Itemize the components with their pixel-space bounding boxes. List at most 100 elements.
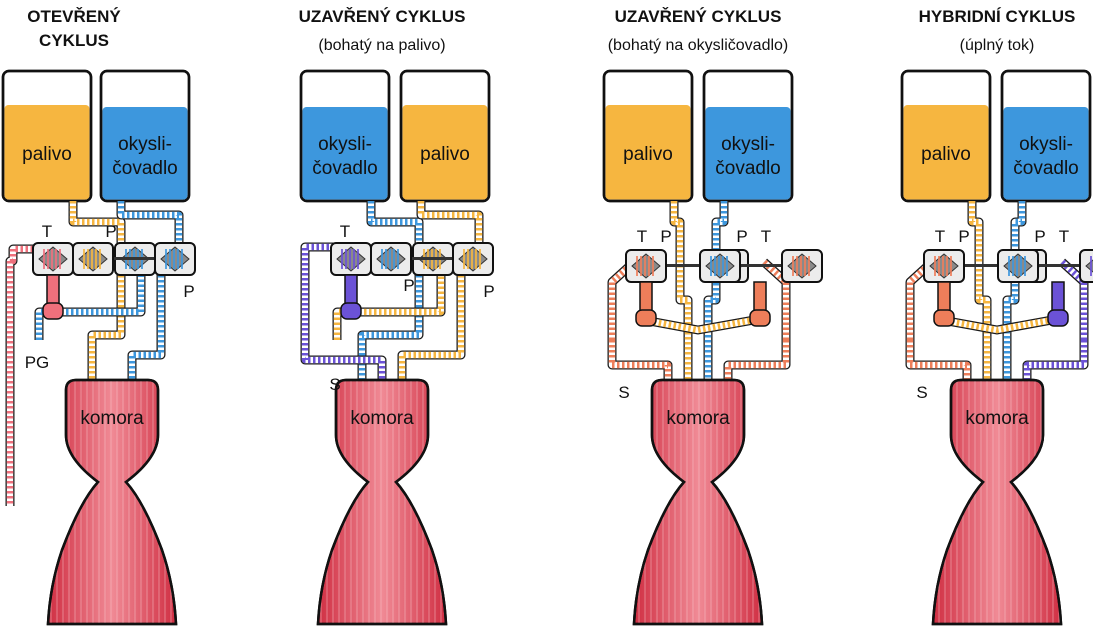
gas-generator (42, 274, 64, 320)
pipe-outline (127, 275, 166, 380)
combustion-chamber: komora (46, 378, 178, 626)
tank-left: palivo (602, 69, 694, 203)
rotor-blade (345, 249, 347, 269)
preburner-right (749, 281, 771, 327)
turbine (32, 242, 74, 276)
rotor-blade (710, 256, 712, 276)
pipe-outline (607, 340, 673, 380)
rotor-blade (808, 256, 810, 276)
generator-neck (344, 274, 358, 306)
tank-outline (602, 69, 694, 203)
shaft (924, 264, 1046, 267)
pipe-inner (417, 201, 483, 247)
chamber-label: komora (80, 408, 144, 429)
tank-liquid (705, 107, 791, 200)
pump-label: P (403, 276, 414, 295)
rotor-blade (51, 249, 53, 269)
turbine-label: T (340, 222, 350, 241)
tank-label: okysli- (1019, 134, 1073, 155)
pump-label: P (1034, 227, 1045, 246)
tank-liquid (1003, 107, 1089, 200)
gas-generator-label: PG (25, 353, 50, 372)
rotor-blade (467, 249, 469, 269)
panel-title: OTEVŘENÝ (27, 7, 121, 26)
generator-chamber (933, 309, 955, 327)
pipe-flow (69, 201, 125, 243)
turbine-left (625, 249, 667, 283)
turbine-right (1079, 249, 1093, 283)
rotor-blade (87, 249, 89, 269)
pipe-inner (906, 340, 971, 380)
generator-chamber (635, 309, 657, 327)
pipe-inner (1023, 340, 1088, 380)
pump-label: P (183, 282, 194, 301)
tank-outline (399, 69, 491, 203)
pump-label: P (736, 227, 747, 246)
pump-label: P (958, 227, 969, 246)
pipe-outline (905, 340, 972, 380)
tank-liquid (302, 107, 388, 200)
pipe-flow (941, 316, 1053, 334)
rotor-blade (718, 256, 720, 276)
rotor-blade (389, 249, 391, 269)
panel-title: UZAVŘENÝ CYKLUS (615, 7, 782, 26)
pipe-outline (416, 201, 484, 247)
preburner (340, 274, 362, 320)
pipe-flow (398, 275, 465, 380)
tank-right: palivo (399, 69, 491, 203)
pipe-flow (6, 245, 53, 506)
rotor-blade (792, 256, 794, 276)
rotor-blade (55, 249, 57, 269)
tank-label: okysli- (318, 134, 372, 155)
turbine-right (781, 249, 823, 283)
rotor-blade (349, 249, 351, 269)
turbopump-assembly (370, 242, 494, 276)
tank-label: okysli- (721, 134, 775, 155)
rotor-blade (950, 256, 952, 276)
chamber-outline (632, 378, 764, 626)
pipe-flow (301, 243, 386, 380)
rotor-blade (173, 249, 175, 269)
rotor-blade (381, 249, 383, 269)
pipe-flow (88, 275, 125, 380)
turbine (330, 242, 372, 276)
feed-pipe-left (669, 201, 693, 380)
rotor-blade (341, 249, 343, 269)
pipe-flow (117, 201, 183, 247)
shaft (73, 257, 195, 260)
chamber-label: komora (350, 408, 414, 429)
tank-right: okysli-čovadlo (1000, 69, 1092, 203)
feed-pipe-left (366, 201, 424, 243)
combustion-chamber: komora (632, 378, 764, 626)
tank-label: okysli- (118, 134, 172, 155)
tank-outline (299, 69, 391, 203)
shaft (371, 257, 493, 260)
panel-2: UZAVŘENÝ CYKLUS(bohatý na palivo)okysli-… (299, 7, 495, 626)
rotor-blade (652, 256, 654, 276)
preburner-feed (643, 315, 755, 335)
rotor-blade (177, 249, 179, 269)
pipe-outline (116, 201, 184, 247)
tank-liquid (402, 105, 488, 200)
tank-right: okysli-čovadlo (702, 69, 794, 203)
panel-3: UZAVŘENÝ CYKLUS(bohatý na okysličovadlo)… (602, 7, 823, 626)
pipe-flow (704, 201, 728, 380)
hot-gas-right (723, 340, 791, 380)
tank-liquid (605, 105, 691, 200)
tank-liquid (4, 105, 90, 200)
pipe-inner (35, 275, 145, 340)
rotor-blade (99, 249, 101, 269)
generator-chamber (749, 309, 771, 327)
feed-pipe-right (703, 201, 729, 380)
tank-label: palivo (623, 144, 673, 165)
rotor-blade (385, 249, 387, 269)
tank-outline (99, 69, 191, 203)
generator-neck (639, 281, 653, 313)
shaft (700, 264, 822, 267)
chamber-label: komora (666, 408, 730, 429)
rotor-blade (636, 256, 638, 276)
rotor-blade (393, 249, 395, 269)
panel-title: HYBRIDNÍ CYKLUS (919, 7, 1076, 26)
